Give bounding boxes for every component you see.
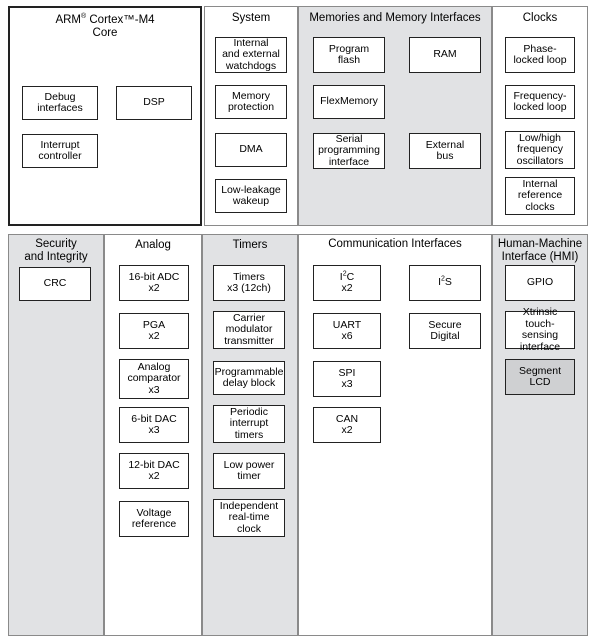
segment-lcd-block: Segment LCD [505,359,575,395]
can-block: CAN x2 [313,407,381,443]
system-title: System [231,12,271,24]
communication-title: Communication Interfaces [328,238,462,250]
low-power-timer-block: Low power timer [213,453,285,489]
system-section: System Internal and external watchdogs M… [204,6,298,226]
adc-block: 16-bit ADC x2 [119,265,189,301]
core-title-line2: Core [92,27,118,39]
secure-digital-block: Secure Digital [409,313,481,349]
debug-interfaces-block: Debug interfaces [22,86,98,120]
touch-sensing-block: Xtrinsic touch-sensing interface [505,306,575,352]
i2c-label-prefix: I [339,270,343,283]
real-time-clock-block: Independent real-time clock [213,499,285,537]
timers-block: Timers x3 (12ch) [213,265,285,301]
clocks-title: Clocks [522,12,558,24]
i2s-label: I2S [438,275,452,289]
timers-title: Timers [232,239,268,251]
external-bus-block: External bus [409,133,481,169]
i2c-count: x2 [341,282,353,294]
i2c-label-suffix: C [346,270,355,283]
memories-title: Memories and Memory Interfaces [309,12,481,24]
interrupt-controller-block: Interrupt controller [22,134,98,168]
core-title: ARM® Cortex™-M4 Core [10,13,200,40]
oscillators-block: Low/high frequency oscillators [505,131,575,169]
flexmemory-block: FlexMemory [313,85,385,119]
hmi-section: Human-Machine Interface (HMI) GPIO Xtrin… [492,234,588,636]
core-title-rest: Cortex™-M4 [86,14,155,26]
phase-locked-loop-block: Phase- locked loop [505,37,575,73]
dma-block: DMA [215,133,287,167]
carrier-modulator-block: Carrier modulator transmitter [213,311,285,349]
hmi-title: Human-Machine Interface (HMI) [497,238,583,263]
i2s-label-superscript: 2 [441,275,445,283]
spi-block: SPI x3 [313,361,381,397]
i2s-label-suffix: S [444,276,452,289]
security-title: Security and Integrity [24,238,88,263]
analog-title: Analog [135,239,171,251]
clocks-section: Clocks Phase- locked loop Frequency- loc… [492,6,588,226]
gpio-block: GPIO [505,265,575,301]
uart-block: UART x6 [313,313,381,349]
program-flash-block: Program flash [313,37,385,73]
security-section: Security and Integrity CRC [8,234,104,636]
ram-block: RAM [409,37,481,73]
crc-block: CRC [19,267,91,301]
dac-6bit-block: 6-bit DAC x3 [119,407,189,443]
core-section: ARM® Cortex™-M4 Core Debug interfaces DS… [8,6,202,226]
dac-12bit-block: 12-bit DAC x2 [119,453,189,489]
memory-protection-block: Memory protection [215,85,287,119]
timers-section: Timers Timers x3 (12ch) Carrier modulato… [202,234,298,636]
core-title-registered-mark: ® [81,13,87,21]
watchdogs-block: Internal and external watchdogs [215,37,287,73]
internal-reference-clocks-block: Internal reference clocks [505,177,575,215]
voltage-reference-block: Voltage reference [119,501,189,537]
pga-block: PGA x2 [119,313,189,349]
serial-programming-block: Serial programming interface [313,133,385,169]
analog-section: Analog 16-bit ADC x2 PGA x2 Analog compa… [104,234,202,636]
periodic-interrupt-timers-block: Periodic interrupt timers [213,405,285,443]
i2c-label-superscript: 2 [342,270,347,277]
i2s-label-prefix: I [438,276,441,289]
memories-section: Memories and Memory Interfaces Program f… [298,6,492,226]
frequency-locked-loop-block: Frequency- locked loop [505,85,575,119]
i2s-block: I2S [409,265,481,301]
programmable-delay-block: Programmable delay block [213,361,285,395]
dsp-block: DSP [116,86,192,120]
low-leakage-wakeup-block: Low-leakage wakeup [215,179,287,213]
analog-comparator-block: Analog comparator x3 [119,359,189,399]
core-title-brand: ARM [55,14,81,26]
